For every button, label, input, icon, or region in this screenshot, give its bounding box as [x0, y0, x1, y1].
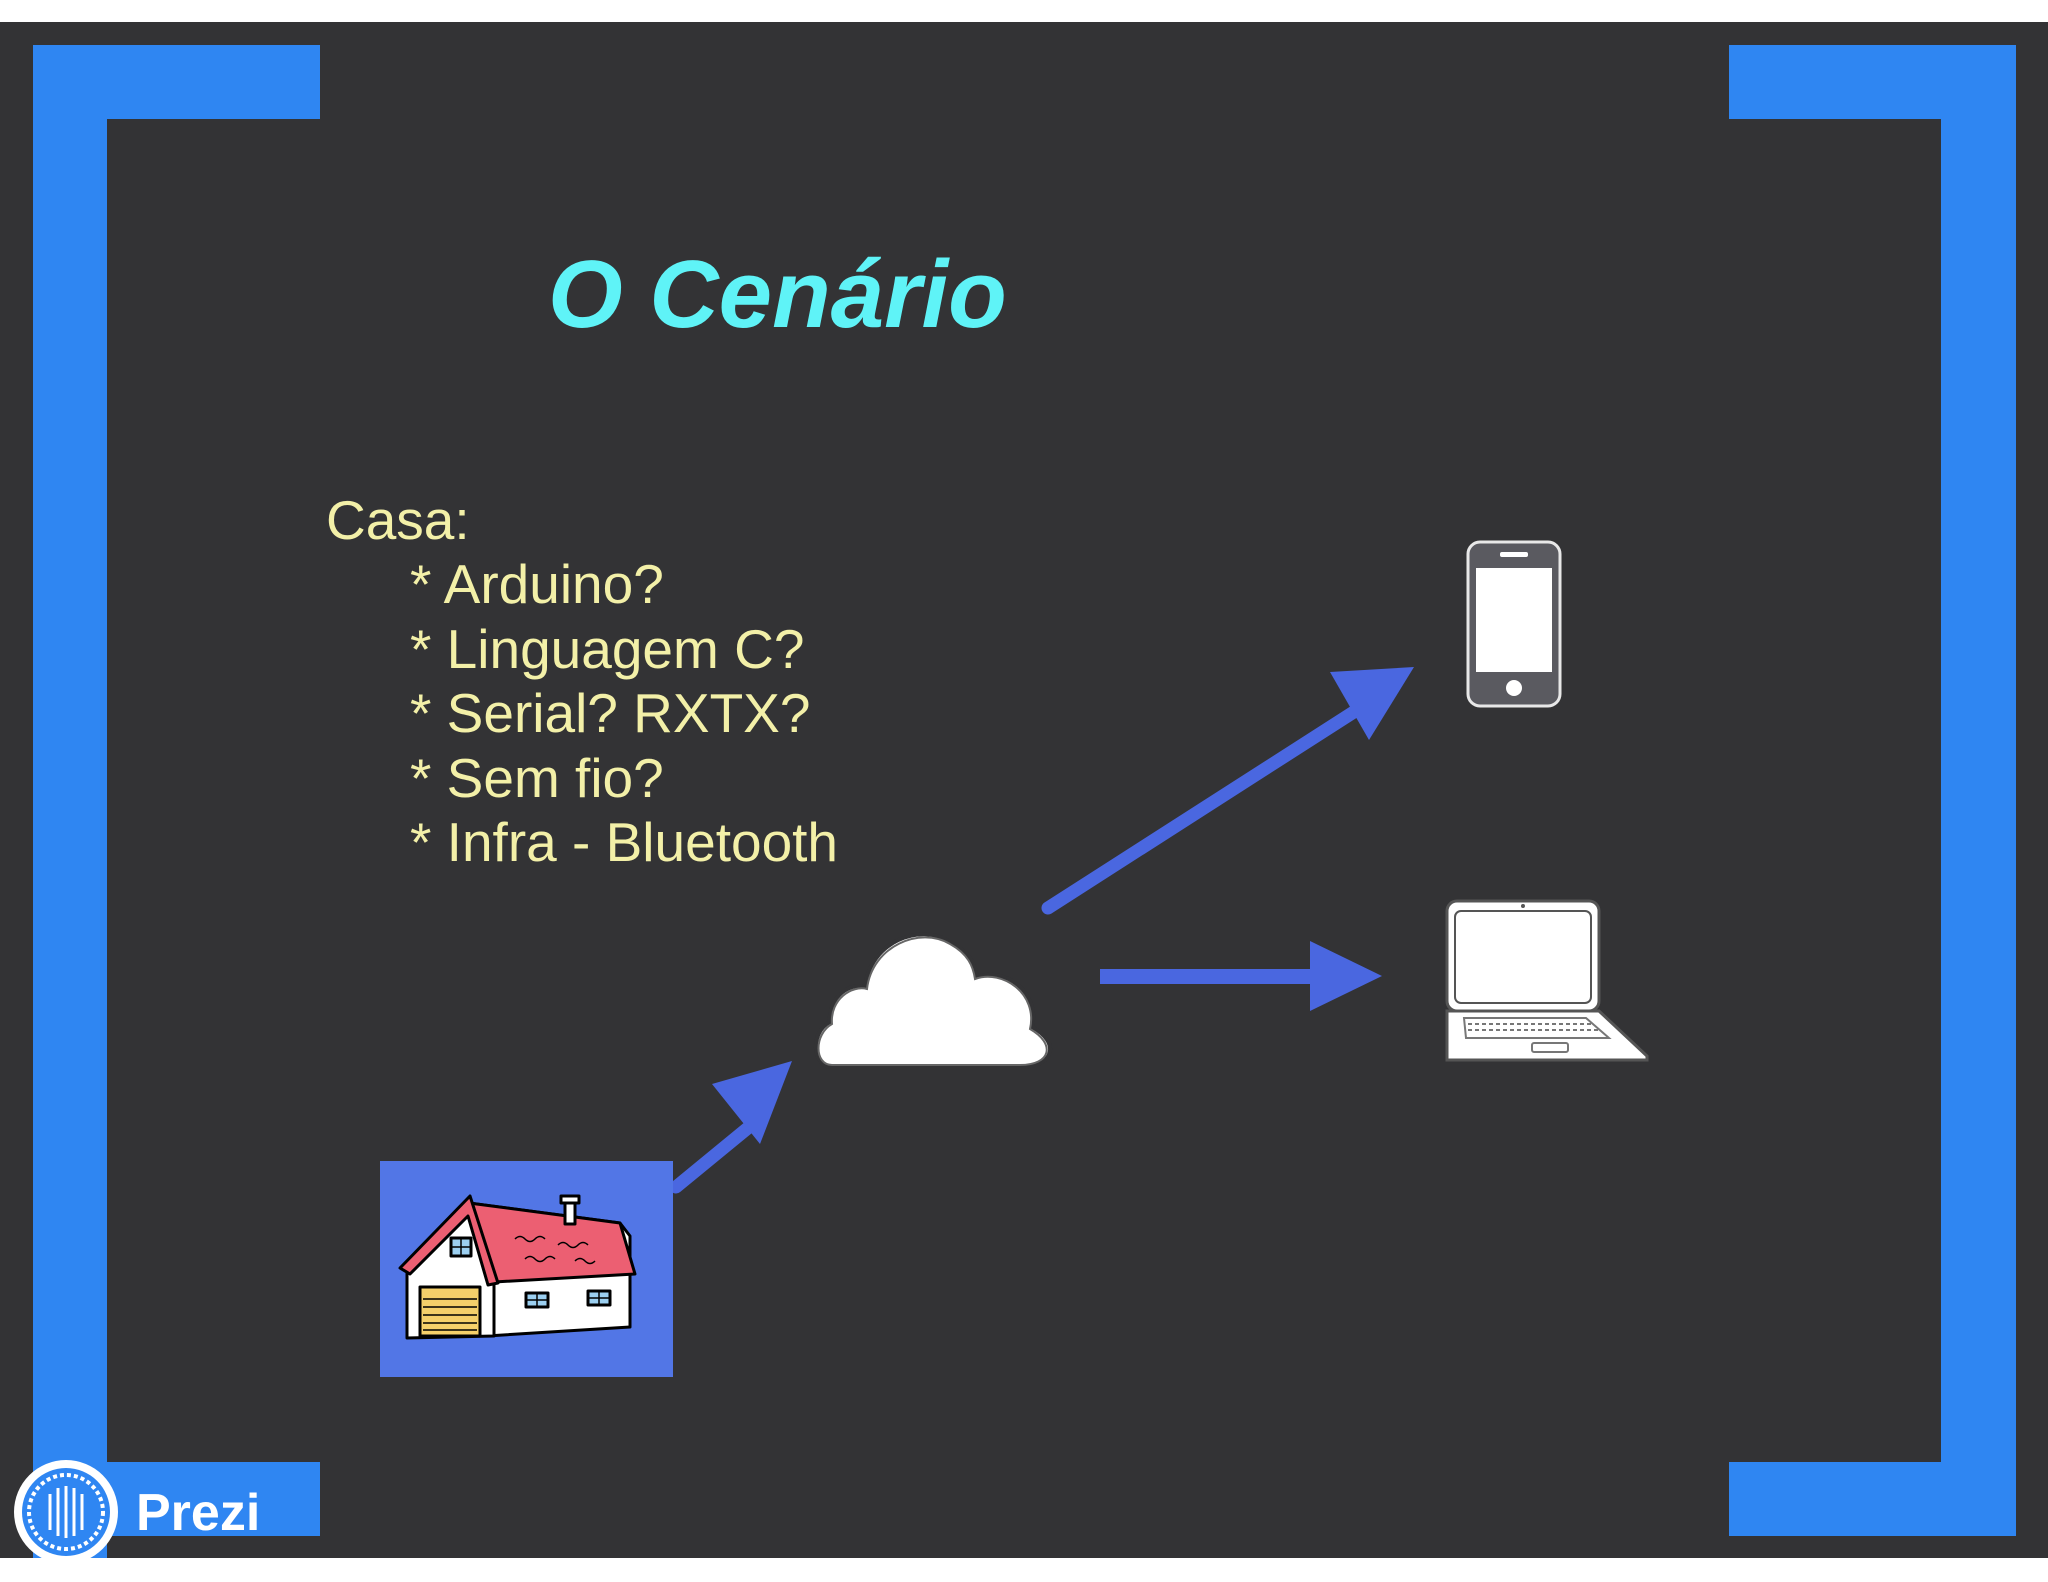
- bullet-list: Casa: * Arduino? * Linguagem C? * Serial…: [326, 488, 838, 875]
- smartphone-icon: [1466, 540, 1562, 708]
- laptop-icon: [1445, 899, 1649, 1062]
- cloud-icon: [814, 932, 1052, 1069]
- list-item: * Infra - Bluetooth: [410, 811, 839, 873]
- arrow-icon: [1041, 667, 1414, 915]
- list-item: * Sem fio?: [410, 746, 664, 809]
- house-tile: [380, 1161, 673, 1377]
- slide: O Cenário Casa: * Arduino? * Linguagem C…: [0, 22, 2048, 1564]
- frame-right-bar: [1941, 45, 2016, 1536]
- frame-left-bar: [33, 45, 107, 1558]
- frame-bottom-right-bar: [1729, 1462, 2016, 1536]
- arrow-icon: [1100, 941, 1382, 1011]
- arrows-layer: [669, 667, 1414, 1194]
- list-item: * Linguagem C?: [410, 617, 805, 680]
- list-heading: Casa:: [326, 489, 470, 551]
- prezi-logo-icon: [14, 1460, 118, 1564]
- list-items: * Arduino? * Linguagem C? * Serial? RXTX…: [326, 552, 838, 875]
- house-icon: [398, 1194, 637, 1340]
- list-item: * Arduino?: [410, 553, 664, 615]
- slide-title: O Cenário: [548, 241, 1007, 348]
- list-item: * Serial? RXTX?: [410, 682, 811, 744]
- arrow-icon: [669, 1061, 792, 1194]
- prezi-brand-text: Prezi: [136, 1484, 261, 1542]
